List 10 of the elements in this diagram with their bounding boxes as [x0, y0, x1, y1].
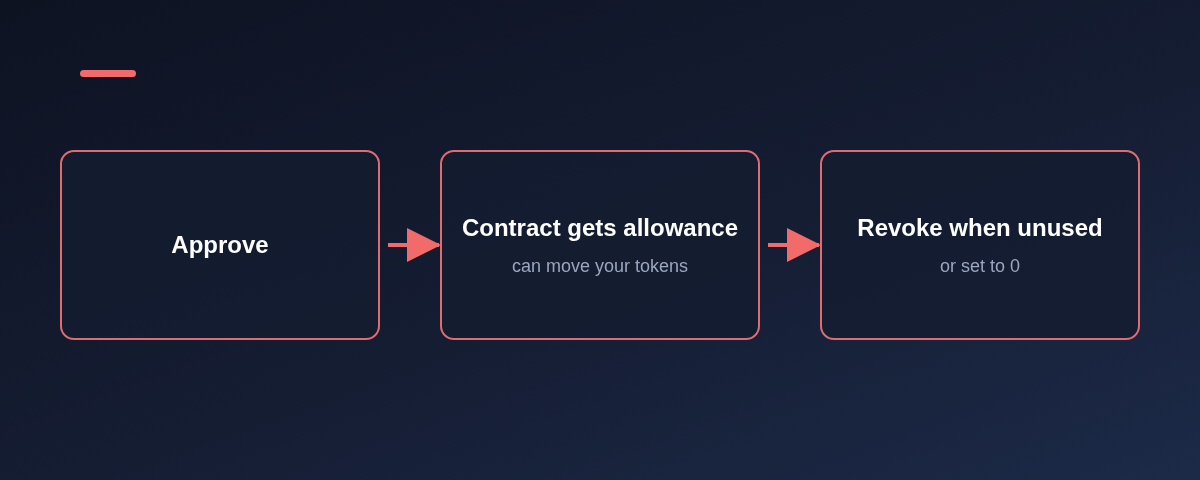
process-box [820, 150, 1140, 340]
arrow [768, 228, 821, 262]
step-description: can move your tokens [511, 255, 689, 277]
step-title: Approve [171, 231, 269, 259]
step-description: or set to 0 [939, 255, 1020, 277]
process-box [440, 150, 760, 340]
arrow [388, 228, 441, 262]
step-title: Contract gets allowance [461, 213, 739, 242]
process-box [60, 150, 380, 340]
step-title: Revoke when unused [857, 213, 1103, 242]
